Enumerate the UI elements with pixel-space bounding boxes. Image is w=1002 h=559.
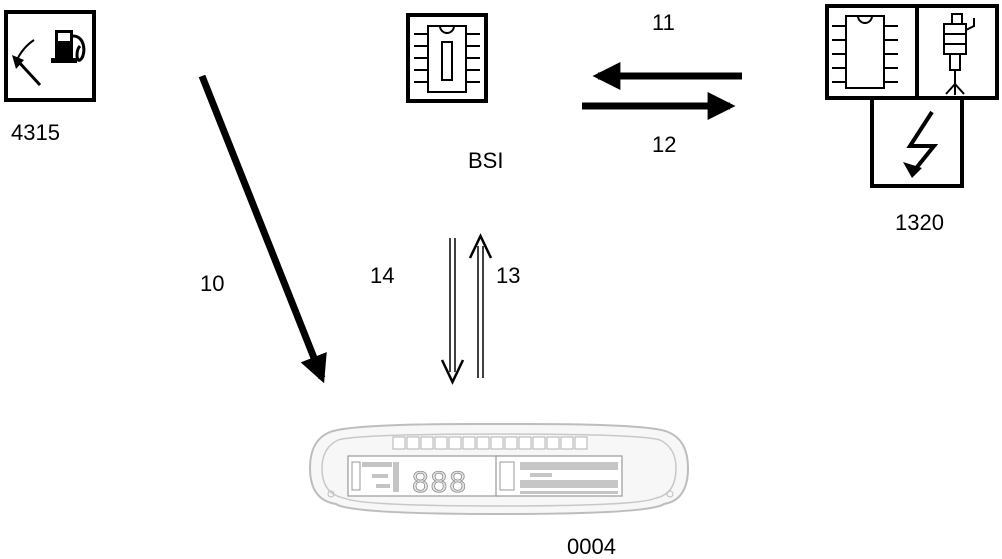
chip-icon <box>832 15 898 89</box>
bsi-label: BSI <box>468 148 504 173</box>
trip-computer-display <box>520 462 618 494</box>
segment-display <box>362 462 399 492</box>
warning-lamp-strip <box>392 436 588 450</box>
fuel-pump-gauge-icon <box>12 30 86 87</box>
link-14-arrow <box>440 238 465 385</box>
link-11-label: 11 <box>652 10 675 35</box>
link-13-arrow <box>468 233 493 378</box>
cluster-digits: 888 <box>412 466 468 499</box>
lightning-icon <box>903 110 939 178</box>
bsi-node <box>406 13 488 103</box>
link-12-label: 12 <box>652 132 677 157</box>
link-13-label: 13 <box>496 263 521 288</box>
ecu-id-label: 1320 <box>895 210 944 235</box>
fuel-gauge-id-label: 4315 <box>11 120 60 145</box>
link-10-label: 10 <box>200 271 225 296</box>
chip-icon <box>414 25 480 93</box>
fuel-gauge-node <box>4 10 96 102</box>
link-10-arrow <box>198 74 327 384</box>
instrument-cluster-node: 888 <box>308 423 690 516</box>
link-14-label: 14 <box>370 263 395 288</box>
engine-ecu-node <box>825 4 999 188</box>
cluster-id-label: 0004 <box>567 534 616 559</box>
fuel-injector-icon <box>943 13 975 95</box>
